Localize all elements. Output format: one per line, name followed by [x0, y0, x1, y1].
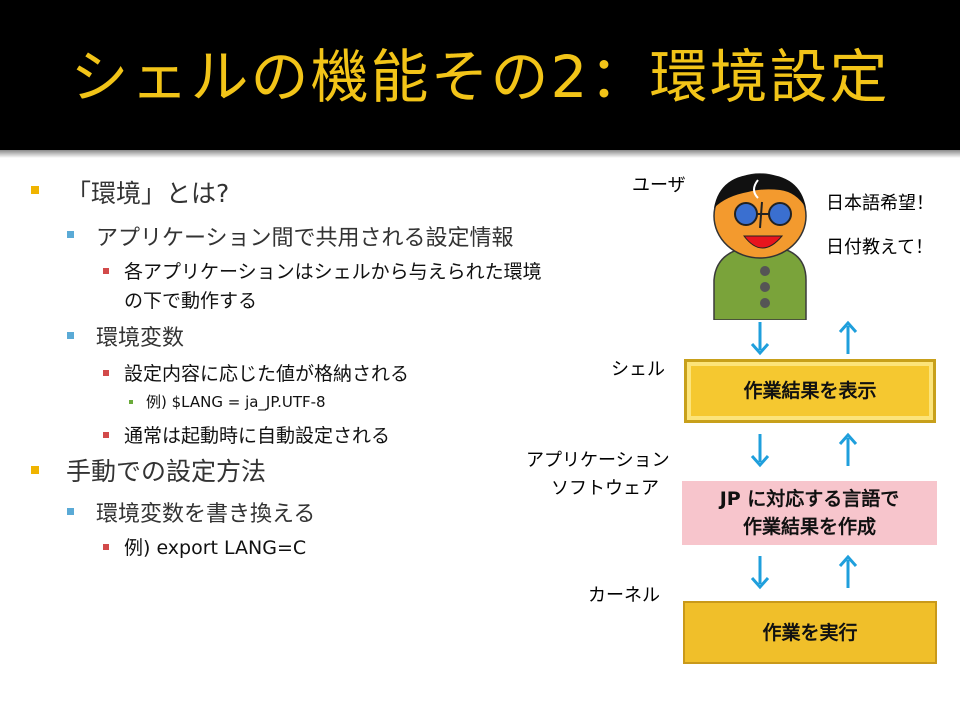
bullet-l3: 設定内容に応じた値が格納される: [124, 363, 410, 385]
application-label: アプリケーション: [526, 450, 670, 471]
bullet-marker-l3: [103, 432, 109, 438]
kernel-layer-box: 作業を実行: [683, 601, 937, 664]
arrow-down-icon: [750, 434, 770, 468]
bullet-l2: アプリケーション間で共用される設定情報: [96, 226, 514, 251]
bullet-l2: 環境変数: [96, 326, 185, 351]
bullet-l3: 通常は起動時に自動設定される: [124, 425, 391, 447]
bullet-l4: 例) $LANG = ja_JP.UTF-8: [146, 393, 326, 411]
slide-title: シェルの機能その2：環境設定: [70, 43, 890, 111]
arrow-up-icon: [838, 554, 858, 588]
bullet-marker-l3: [103, 544, 109, 550]
bullet-l2: 環境変数を書き換える: [96, 502, 316, 527]
bullet-marker-l2: [67, 332, 74, 339]
bullet-l3-continuation: の下で動作する: [124, 290, 258, 312]
bullet-marker-l2: [67, 508, 74, 515]
bullet-l1: 「環境」とは?: [66, 179, 230, 208]
user-figure-icon: [713, 173, 807, 320]
arrow-down-icon: [750, 322, 770, 356]
application-layer-box: JP に対応する言語で 作業結果を作成: [682, 481, 937, 545]
bullet-marker-l2: [67, 231, 74, 238]
bullet-l3: 各アプリケーションはシェルから与えられた環境: [124, 261, 542, 283]
app-box-text-line2: 作業結果を作成: [742, 516, 876, 538]
shell-label: シェル: [611, 359, 665, 380]
shell-layer-box: 作業結果を表示: [684, 359, 936, 423]
bullet-marker-l4: [129, 400, 133, 404]
arrow-up-icon: [838, 320, 858, 354]
bullet-l3: 例) export LANG=C: [124, 537, 307, 559]
bullet-marker-l3: [103, 268, 109, 274]
speech-line: 日付教えて！: [826, 237, 934, 258]
bullet-marker-l1: [31, 466, 39, 474]
shell-box-text: 作業結果を表示: [743, 380, 877, 402]
arrow-up-icon: [838, 432, 858, 466]
bullet-l1: 手動での設定方法: [66, 457, 267, 486]
title-divider: [0, 150, 960, 158]
speech-line: 日本語希望！: [826, 193, 934, 214]
bullet-marker-l3: [103, 370, 109, 376]
kernel-box-text: 作業を実行: [762, 621, 858, 644]
software-label: ソフトウェア: [551, 478, 659, 499]
arrow-down-icon: [750, 556, 770, 590]
user-label: ユーザ: [632, 175, 686, 196]
app-box-text-line1: JP に対応する言語で: [719, 488, 900, 510]
kernel-label: カーネル: [588, 585, 660, 606]
bullet-marker-l1: [31, 186, 39, 194]
title-bar: シェルの機能その2：環境設定: [0, 0, 960, 150]
